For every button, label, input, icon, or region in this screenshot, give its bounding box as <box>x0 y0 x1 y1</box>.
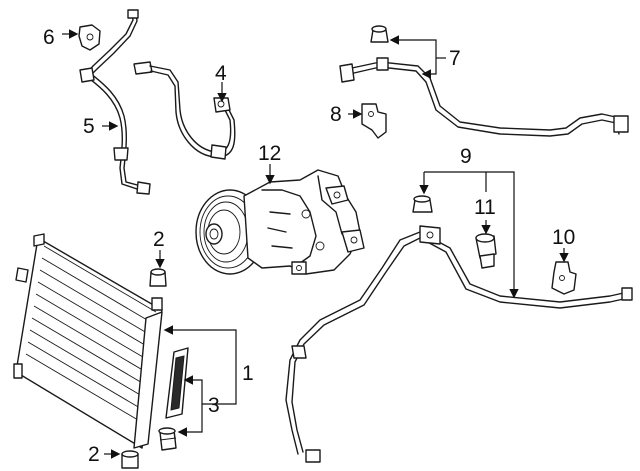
part-2-cap-lower[interactable] <box>121 450 139 469</box>
part-10-bracket[interactable] <box>551 261 577 295</box>
callout-11: 11 <box>474 196 496 219</box>
part-11-pressure-switch[interactable] <box>475 233 497 269</box>
callout-10: 10 <box>552 226 575 249</box>
callout-8: 8 <box>330 103 342 126</box>
part-6-bracket[interactable] <box>78 24 101 51</box>
callout-3: 3 <box>208 394 220 417</box>
callout-1: 1 <box>242 362 254 385</box>
part-2-cap-upper[interactable] <box>149 268 167 287</box>
callout-4: 4 <box>215 62 227 85</box>
part-5-discharge-hose[interactable] <box>79 9 151 195</box>
callout-7: 7 <box>449 47 461 70</box>
part-9-suction-line[interactable] <box>285 195 633 463</box>
callout-2-lower: 2 <box>88 443 100 466</box>
part-8-bracket[interactable] <box>361 103 387 139</box>
part-3-plug[interactable] <box>158 427 177 451</box>
callout-9: 9 <box>460 145 472 168</box>
part-7-line[interactable] <box>339 25 629 137</box>
callout-6: 6 <box>43 26 55 49</box>
part-3-filter[interactable] <box>165 347 189 419</box>
callout-5: 5 <box>83 115 95 138</box>
part-12-compressor[interactable] <box>195 169 365 275</box>
leader-lines <box>62 29 569 459</box>
part-1-condenser[interactable] <box>13 233 163 449</box>
callout-12: 12 <box>258 142 281 165</box>
callout-2-upper: 2 <box>153 228 165 251</box>
